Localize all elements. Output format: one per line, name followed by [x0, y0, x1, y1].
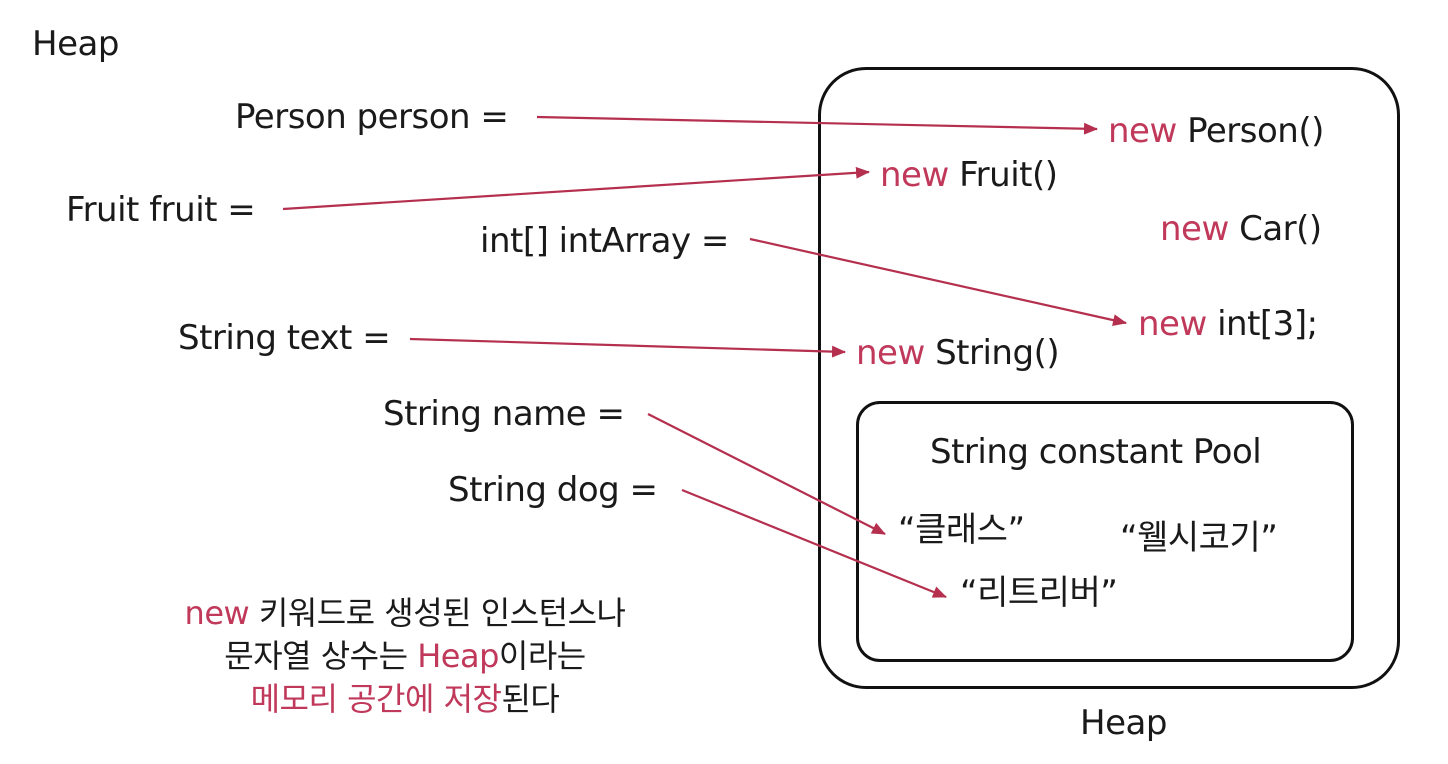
arrow-fruit	[282, 166, 870, 211]
obj-intarray-type: int[3];	[1217, 304, 1318, 344]
var-dog: String dog =	[448, 470, 658, 510]
pool-title: String constant Pool	[930, 432, 1262, 472]
new-keyword: new	[1138, 304, 1207, 344]
var-intarray: int[] intArray =	[480, 221, 729, 261]
pool-string-welsh: “웰시코기”	[1120, 518, 1278, 558]
caption-line-2-post: 이라는	[498, 637, 586, 675]
caption-line-2-pre: 문자열 상수는	[224, 637, 418, 675]
obj-string: new String()	[856, 333, 1060, 373]
new-keyword: new	[1160, 209, 1229, 249]
obj-person-type: Person()	[1187, 111, 1324, 151]
obj-fruit: new Fruit()	[880, 155, 1058, 195]
obj-car-type: Car()	[1239, 209, 1322, 249]
obj-fruit-type: Fruit()	[959, 155, 1058, 195]
caption-line-2: 문자열 상수는 Heap이라는	[120, 635, 690, 678]
obj-car: new Car()	[1160, 209, 1322, 249]
new-keyword: new	[1108, 111, 1177, 151]
obj-string-type: String()	[935, 333, 1060, 373]
caption-line-1: new 키워드로 생성된 인스턴스나	[120, 592, 690, 635]
caption-keyword-heap: Heap	[417, 637, 499, 675]
pool-string-retriever: “리트리버”	[960, 573, 1118, 613]
diagram-title: Heap	[32, 24, 119, 64]
var-fruit: Fruit fruit =	[66, 190, 256, 230]
caption-keyword-new: new	[184, 594, 250, 632]
obj-person: new Person()	[1108, 111, 1324, 151]
caption-line-3-post: 된다	[501, 680, 560, 718]
heap-box	[818, 67, 1400, 689]
obj-intarray: new int[3];	[1138, 304, 1318, 344]
caption-line-3: 메모리 공간에 저장된다	[120, 678, 690, 721]
new-keyword: new	[880, 155, 949, 195]
caption-keyword-memory: 메모리 공간에 저장	[250, 680, 502, 718]
pool-string-class: “클래스”	[898, 510, 1025, 550]
heap-label: Heap	[1080, 703, 1167, 743]
new-keyword: new	[856, 333, 925, 373]
var-text: String text =	[178, 318, 391, 358]
caption: new 키워드로 생성된 인스턴스나 문자열 상수는 Heap이라는 메모리 공…	[120, 592, 690, 721]
caption-line-1-rest: 키워드로 생성된 인스턴스나	[249, 594, 626, 632]
var-name: String name =	[383, 394, 625, 434]
arrow-text	[409, 337, 846, 358]
var-person: Person person =	[235, 97, 509, 137]
